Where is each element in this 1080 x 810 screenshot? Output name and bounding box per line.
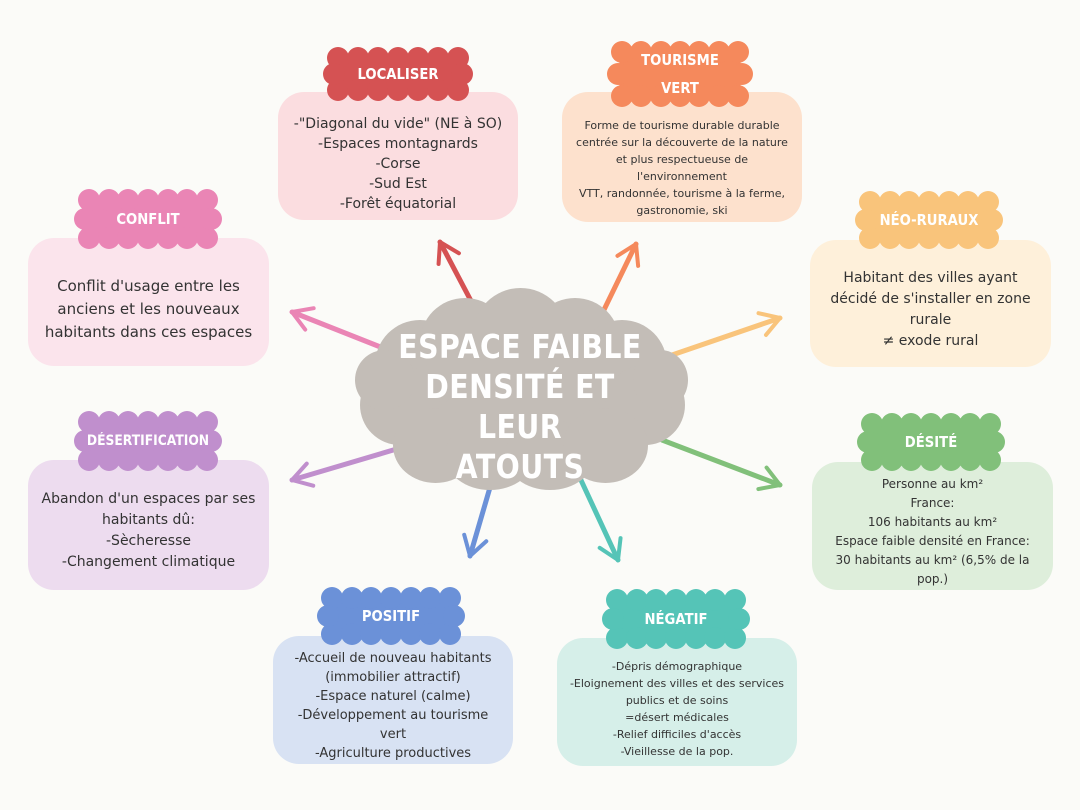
positif-header-cloud: POSITIF	[317, 587, 465, 645]
arrow-to-conflit	[289, 306, 391, 353]
conflit-card: Conflit d'usage entre les anciens et les…	[28, 238, 269, 366]
negatif-card: -Dépris démographique -Eloignement des v…	[557, 638, 797, 766]
desite-text: Personne au km² France: 106 habitants au…	[835, 477, 1030, 586]
tourisme-vert-title: TOURISME VERT	[641, 51, 719, 97]
negatif-title: NÉGATIF	[644, 610, 708, 628]
tourisme-vert-card: Forme de tourisme durable durable centré…	[562, 92, 802, 222]
negatif-text: -Dépris démographique -Eloignement des v…	[569, 660, 785, 758]
central-topic-title: ESPACE FAIBLE DENSITÉ ET LEUR ATOUTS	[398, 327, 642, 486]
desite-card: Personne au km² France: 106 habitants au…	[812, 462, 1053, 590]
arrow-to-desertification	[289, 445, 403, 488]
negatif-header-cloud: NÉGATIF	[602, 589, 750, 649]
desertification-card: Abandon d'un espaces par ses habitants d…	[28, 460, 269, 590]
desertification-text: Abandon d'un espaces par ses habitants d…	[41, 491, 256, 570]
neo-ruraux-title: NÉO-RURAUX	[879, 211, 979, 229]
desite-title: DÉSITÉ	[904, 433, 958, 451]
localiser-header-cloud: LOCALISER	[323, 47, 473, 101]
arrow-to-tourisme	[597, 241, 641, 321]
desertification-title: DÉSERTIFICATION	[86, 433, 210, 449]
neo-ruraux-text: Habitant des villes ayant décidé de s'in…	[830, 269, 1031, 349]
localiser-card: -"Diagonal du vide" (NE à SO) -Espaces m…	[278, 92, 518, 220]
desite-header-cloud: DÉSITÉ	[857, 413, 1005, 471]
arrow-to-negatif	[577, 475, 623, 563]
tourisme-vert-header-cloud: TOURISME VERT	[607, 41, 753, 107]
positif-title: POSITIF	[361, 607, 421, 625]
arrow-to-desite	[659, 437, 783, 492]
neo-ruraux-card: Habitant des villes ayant décidé de s'in…	[810, 240, 1051, 367]
desertification-header-cloud: DÉSERTIFICATION	[74, 411, 222, 471]
central-topic-cloud: ESPACE FAIBLE DENSITÉ ET LEUR ATOUTS	[355, 287, 688, 490]
positif-card: -Accueil de nouveau habitants (immobilie…	[273, 636, 513, 764]
tourisme-vert-text: Forme de tourisme durable durable centré…	[576, 119, 788, 217]
positif-text: -Accueil de nouveau habitants (immobilie…	[294, 651, 492, 761]
neo-ruraux-header-cloud: NÉO-RURAUX	[855, 191, 1003, 249]
conflit-text: Conflit d'usage entre les anciens et les…	[44, 276, 253, 341]
conflit-title: CONFLIT	[116, 210, 180, 228]
conflit-header-cloud: CONFLIT	[74, 189, 222, 249]
localiser-text: -"Diagonal du vide" (NE à SO) -Espaces m…	[293, 116, 503, 212]
arrow-to-neoruraux	[669, 311, 783, 358]
localiser-title: LOCALISER	[357, 65, 439, 83]
